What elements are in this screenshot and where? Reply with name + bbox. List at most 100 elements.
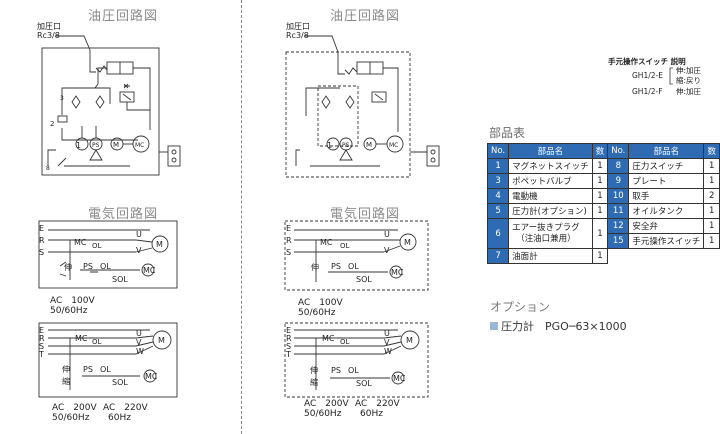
- parts-header-row: No. 部品名 数 No. 部品名 数: [486, 143, 720, 159]
- part-no: 6: [486, 218, 510, 249]
- freq-left2: 50/60Hz: [52, 413, 90, 423]
- table-blank: [608, 249, 720, 264]
- hdr-no-left: No.: [486, 143, 510, 159]
- part-no: 9: [607, 173, 630, 189]
- svg-text:3: 3: [60, 95, 64, 102]
- svg-text:PS: PS: [92, 142, 100, 149]
- part-qty: 1: [591, 248, 609, 264]
- coil-mc-right2: MC: [393, 374, 406, 383]
- svg-text:M: M: [366, 141, 372, 149]
- svg-text:OL: OL: [340, 338, 350, 346]
- ac-220-left: AC 220V: [103, 403, 148, 413]
- svg-text:8: 8: [46, 165, 50, 172]
- svg-text:OL: OL: [92, 338, 102, 346]
- term-u-right2: U: [384, 329, 390, 338]
- freq-left: 50/60Hz: [50, 306, 88, 316]
- electric-title-right: 電気回路図: [330, 207, 401, 222]
- freq-right2: 50/60Hz: [304, 409, 342, 419]
- line-e-right2: E: [286, 326, 292, 335]
- sw-ps-left2: PS: [83, 365, 93, 374]
- square-bullet-icon: [490, 322, 498, 330]
- switch-e-line2: 縮:戻り: [676, 76, 702, 85]
- table-row: 7 油面計 1: [486, 248, 720, 264]
- part-no: 3: [486, 173, 510, 189]
- motor-m-right: M: [404, 238, 411, 247]
- sw-nobu-left2: 伸: [62, 365, 70, 374]
- option-item-text: 圧力計 PGO─63×1000: [501, 320, 627, 333]
- sw-ol-left2: OL: [100, 365, 111, 374]
- line-s-right2: S: [286, 342, 292, 351]
- switch-bracket: [669, 67, 673, 85]
- ac-200-right: AC 200V: [304, 399, 349, 409]
- coil-mc-left: MC: [143, 266, 156, 275]
- term-v-right: V: [384, 246, 390, 255]
- hdr-qty-right: 数: [703, 143, 720, 159]
- part-no: 12: [607, 218, 630, 234]
- sw-ps-right: PS: [331, 262, 341, 271]
- sol-right2: SOL: [356, 379, 372, 388]
- part-no: 1: [486, 158, 510, 174]
- term-u-left2: U: [136, 329, 142, 338]
- hydraulic-diagram-right: 1 PS M MC: [285, 35, 440, 178]
- hdr-name-right: 部品名: [628, 143, 705, 159]
- part-no: 5: [486, 203, 510, 219]
- part-name: マグネットスイッチ: [508, 158, 593, 174]
- table-row: 1 マグネットスイッチ 1 8 圧力スイッチ 1: [486, 158, 720, 174]
- switch-e-model: GH1/2-E: [632, 71, 663, 80]
- column-divider: [241, 0, 242, 434]
- parts-section-title: 部品表: [489, 126, 526, 140]
- switch-e-line1: 伸:加圧: [676, 66, 702, 75]
- electric-single-left: OL OL: [38, 220, 178, 398]
- line-r-left: R: [39, 236, 45, 245]
- relay-mc-left2: MC: [75, 334, 88, 343]
- switch-info-title: 手元操作スイッチ 説明: [608, 57, 686, 66]
- sw-ol-right: OL: [348, 262, 359, 271]
- part-name: 圧力スイッチ: [628, 158, 705, 174]
- part-no: 10: [607, 188, 630, 204]
- part-qty: 1: [703, 158, 720, 174]
- part-qty: 1: [591, 218, 609, 249]
- port-label-left: 加圧口: [37, 22, 61, 31]
- svg-text:MC: MC: [389, 142, 398, 149]
- term-v-left: V: [136, 246, 142, 255]
- part-name: 電動機: [508, 188, 593, 204]
- option-item: 圧力計 PGO─63×1000: [490, 318, 627, 334]
- line-s-left2: S: [39, 342, 45, 351]
- line-e-left: E: [39, 224, 45, 233]
- part-name: プレート: [628, 173, 705, 189]
- term-w-left2: W: [136, 347, 144, 356]
- part-name-line2: （注油口兼用）: [516, 233, 576, 244]
- motor-m-right2: M: [406, 336, 413, 345]
- part-no: 15: [607, 233, 630, 249]
- hdr-name-left: 部品名: [508, 143, 593, 159]
- part-no: 7: [486, 248, 510, 264]
- svg-text:M: M: [113, 141, 119, 149]
- part-qty: 1: [591, 203, 609, 219]
- hdr-qty-left: 数: [591, 143, 609, 159]
- part-name: 油面計: [508, 248, 593, 264]
- freq-right: 50/60Hz: [298, 308, 336, 318]
- relay-mc-left: MC: [74, 238, 87, 247]
- part-no: 8: [607, 158, 630, 174]
- parts-table: No. 部品名 数 No. 部品名 数 1 マグネットスイッチ 1 8 圧力スイ…: [486, 143, 720, 264]
- part-name: 取手: [628, 188, 705, 204]
- ac-100-right: AC 100V: [298, 298, 343, 308]
- line-s-right: S: [286, 248, 292, 257]
- hydraulic-title-right: 油圧回路図: [330, 9, 401, 24]
- line-r-right: R: [286, 236, 292, 245]
- part-name: 安全弁: [628, 218, 705, 234]
- svg-text:1: 1: [327, 141, 332, 150]
- term-u-left: U: [136, 230, 142, 239]
- sw-ps-right2: PS: [331, 366, 341, 375]
- hdr-no-right: No.: [607, 143, 630, 159]
- table-row: 6 エアー抜きプラグ （注油口兼用） 1 12 安全弁 1: [486, 218, 720, 249]
- sw-nobu-left: 伸: [64, 263, 72, 272]
- part-qty: 1: [703, 233, 720, 249]
- term-w-right2: W: [384, 347, 392, 356]
- line-r-right2: R: [286, 334, 292, 343]
- line-t-right2: T: [286, 350, 291, 359]
- table-row: 5 圧力計(オプション) 1 11 オイルタンク 1: [486, 203, 720, 219]
- term-v-left2: V: [136, 338, 142, 347]
- part-name: 手元操作スイッチ: [628, 233, 705, 249]
